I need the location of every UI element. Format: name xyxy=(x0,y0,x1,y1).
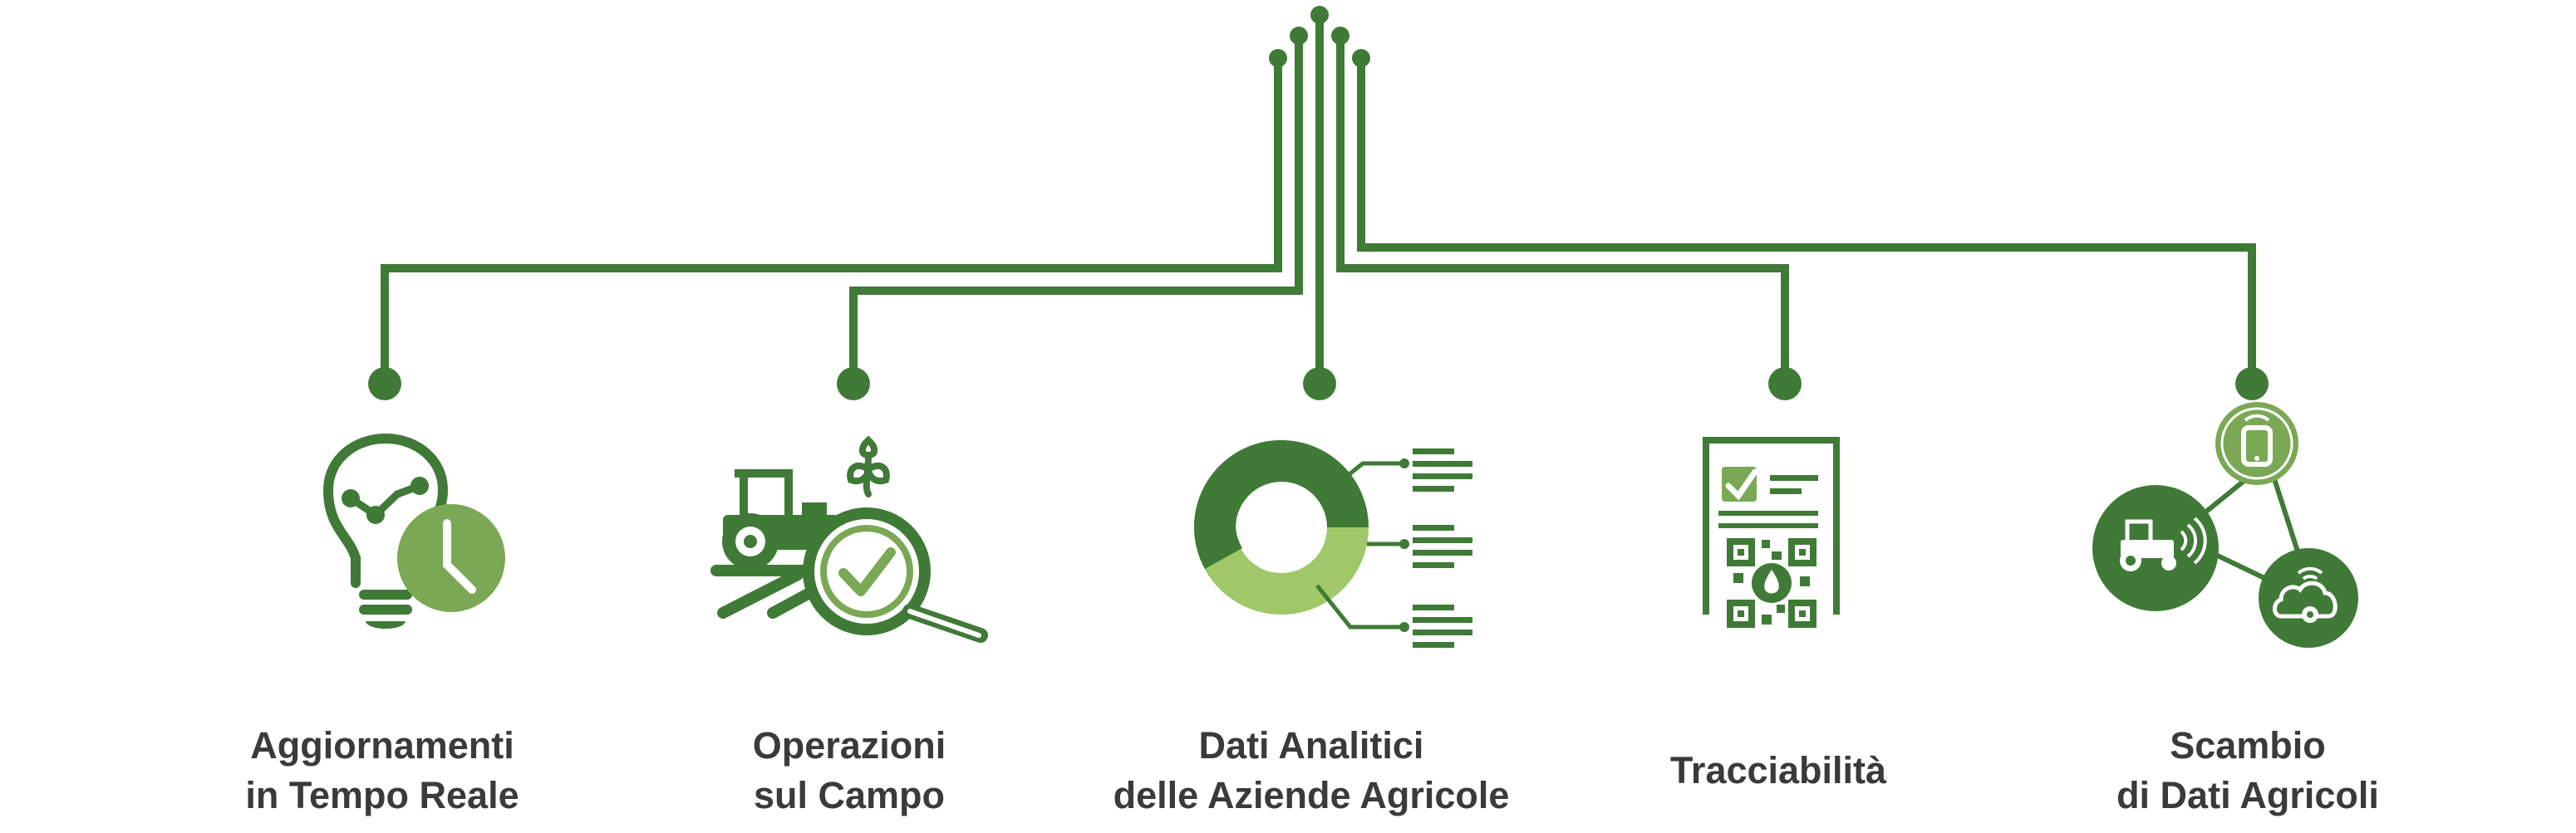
label-2-line-2: sul Campo xyxy=(753,774,946,816)
connector-dots xyxy=(368,6,2269,400)
donut-chart-icon xyxy=(1194,440,1472,648)
label-3-line-2: delle Aziende Agricole xyxy=(1113,774,1510,816)
connector-line-5 xyxy=(1357,58,2256,378)
top-dot-3 xyxy=(1310,6,1329,24)
network-devices-icon xyxy=(2092,402,2358,648)
qr-document-icon xyxy=(1703,437,1840,628)
tractor-magnifier-icon xyxy=(710,435,988,643)
label-tracciabilita: Tracciabilità xyxy=(1529,746,2028,796)
label-1-line-2: in Tempo Reale xyxy=(245,774,519,816)
top-dot-2 xyxy=(1290,27,1308,45)
label-operazioni: Operazioni sul Campo xyxy=(600,721,1099,821)
label-3-line-1: Dati Analitici xyxy=(1198,724,1424,767)
top-dot-1 xyxy=(1269,49,1287,67)
end-dot-3 xyxy=(1303,367,1336,400)
label-5-line-2: di Dati Agricoli xyxy=(2116,774,2379,816)
top-dot-4 xyxy=(1331,27,1349,45)
lightbulb-clock-icon xyxy=(322,433,505,629)
connector-line-4 xyxy=(1336,36,1789,378)
label-dati-analitici: Dati Analitici delle Aziende Agricole xyxy=(1062,721,1561,821)
label-scambio: Scambio di Dati Agricoli xyxy=(1998,721,2497,821)
connector-tree xyxy=(381,15,2256,378)
end-dot-2 xyxy=(837,367,870,400)
end-dot-5 xyxy=(2235,367,2269,400)
top-dot-5 xyxy=(1352,49,1370,67)
label-1-line-1: Aggiornamenti xyxy=(250,724,514,767)
label-2-line-1: Operazioni xyxy=(752,724,946,767)
label-4-line-1: Tracciabilità xyxy=(1669,749,1887,791)
label-aggiornamenti: Aggiornamenti in Tempo Reale xyxy=(133,721,632,821)
connector-line-1 xyxy=(381,58,1282,378)
end-dot-1 xyxy=(368,367,401,400)
end-dot-4 xyxy=(1768,367,1802,400)
connector-line-2 xyxy=(849,36,1303,378)
label-5-line-1: Scambio xyxy=(2170,724,2326,767)
